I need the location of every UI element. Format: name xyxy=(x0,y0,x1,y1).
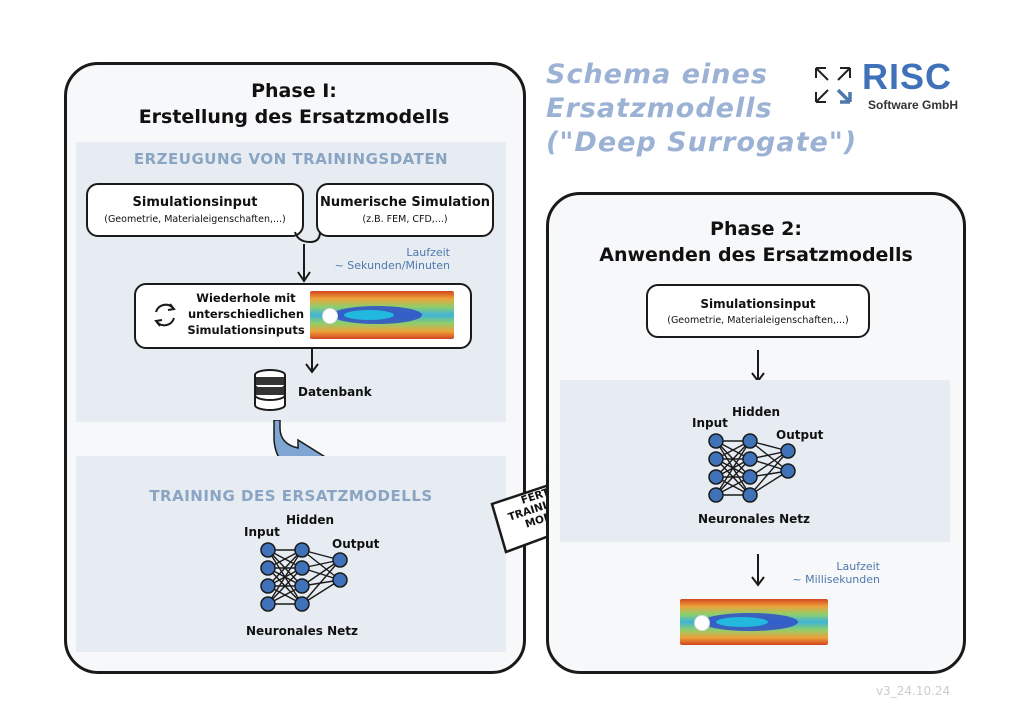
sim-input-title-2: Simulationsinput xyxy=(700,296,816,311)
runtime-note-2: Laufzeit ~ Millisekunden xyxy=(760,560,880,586)
sim-input-box-2: Simulationsinput (Geometrie, Materialeig… xyxy=(646,284,870,338)
nn-hidden-label-1: Hidden xyxy=(286,513,335,527)
nn-label-1: Neuronales Netz xyxy=(246,624,359,638)
connector-arrow-3 xyxy=(751,350,765,383)
nn-output-label-2: Output xyxy=(776,428,824,442)
connector-arrow-1 xyxy=(294,231,321,283)
runtime-value-1: ~ Sekunden/Minuten xyxy=(334,259,450,272)
runtime-label-1: Laufzeit xyxy=(406,246,450,259)
connector-arrow-4 xyxy=(751,554,765,587)
nn-node xyxy=(708,487,724,503)
simulation-image-2 xyxy=(680,599,828,645)
nn-edge xyxy=(715,440,751,496)
runtime-value-2: ~ Millisekunden xyxy=(792,573,880,586)
nn-edge xyxy=(715,458,751,496)
numeric-sim-title: Numerische Simulation xyxy=(319,195,491,210)
nn-edge xyxy=(301,559,341,605)
training-heading: TRAINING DES ERSATZMODELLS xyxy=(149,487,433,505)
database-label: Datenbank xyxy=(298,385,372,399)
connector-arrow-2 xyxy=(305,347,319,374)
sim-input-subtitle-2: (Geometrie, Materialeigenschaften,...) xyxy=(667,314,849,326)
logo-subtitle: Software GmbH xyxy=(868,98,959,112)
nn-node xyxy=(708,433,724,449)
repeat-line-2: unterschiedlichen xyxy=(187,307,305,321)
nn-node xyxy=(742,433,758,449)
phase1-title-line-1: Phase I: xyxy=(251,80,337,102)
nn-node xyxy=(742,487,758,503)
nn-hidden-label-2: Hidden xyxy=(732,405,781,419)
nn-edge xyxy=(301,549,341,581)
nn-node xyxy=(294,542,310,558)
numeric-sim-subtitle: (z.B. FEM, CFD,...) xyxy=(362,214,448,225)
nn-edge xyxy=(715,440,751,478)
nn-edge xyxy=(267,549,303,587)
phase2-title-line-2: Anwenden des Ersatzmodells xyxy=(599,244,913,266)
nn-node xyxy=(260,596,276,612)
risc-logo-icon xyxy=(815,67,852,104)
nn-node xyxy=(294,578,310,594)
nn-input-label-1: Input xyxy=(244,525,280,539)
repeat-line-1: Wiederhole mit xyxy=(196,291,296,305)
phase1-title-line-2: Erstellung des Ersatzmodells xyxy=(138,106,450,128)
nn-edge xyxy=(267,549,303,605)
training-band xyxy=(76,456,506,652)
sim-input-title: Simulationsinput xyxy=(132,195,258,210)
repeat-text: Wiederhole mit unterschiedlichen Simulat… xyxy=(186,290,306,338)
simulation-image-1 xyxy=(310,291,454,339)
nn-node xyxy=(260,578,276,594)
sim-input-box: Simulationsinput (Geometrie, Materialeig… xyxy=(86,183,304,237)
numeric-sim-box: Numerische Simulation (z.B. FEM, CFD,...… xyxy=(316,183,494,237)
neural-network-diagram-2 xyxy=(708,433,796,503)
logo-name: RISC xyxy=(862,56,953,97)
version-label: v3_24.10.24 xyxy=(876,684,951,698)
nn-input-label-2: Input xyxy=(692,416,728,430)
nn-node xyxy=(294,560,310,576)
phase2-title-line-1: Phase 2: xyxy=(710,218,802,240)
diagram-title-line-2: Ersatzmodells xyxy=(546,93,773,124)
nn-node xyxy=(742,451,758,467)
risc-logo: RISC Software GmbH xyxy=(810,56,970,115)
diagram-title-line-1: Schema eines xyxy=(546,59,768,90)
runtime-label-2: Laufzeit xyxy=(836,560,880,573)
nn-node xyxy=(780,463,796,479)
nn-node xyxy=(294,596,310,612)
training-data-heading: ERZEUGUNG VON TRAININGSDATEN xyxy=(133,150,449,168)
nn-edge xyxy=(267,567,303,605)
nn-node xyxy=(780,443,796,459)
nn-node xyxy=(332,552,348,568)
diagram-title-line-3: ("Deep Surrogate") xyxy=(546,127,858,158)
nn-label-2: Neuronales Netz xyxy=(698,512,811,526)
phase1-title: Phase I: Erstellung des Ersatzmodells xyxy=(64,78,524,130)
nn-edge xyxy=(749,440,789,472)
database-icon xyxy=(254,369,286,411)
nn-node xyxy=(332,572,348,588)
repeat-cycle-icon xyxy=(154,303,176,327)
nn-node xyxy=(708,451,724,467)
nn-edge xyxy=(749,450,789,496)
nn-node xyxy=(742,469,758,485)
nn-node xyxy=(708,469,724,485)
repeat-line-3: Simulationsinputs xyxy=(187,323,305,337)
nn-node xyxy=(260,560,276,576)
diagram-title: Schema eines Ersatzmodells ("Deep Surrog… xyxy=(546,58,876,160)
neural-network-diagram-1 xyxy=(260,542,348,612)
sim-input-subtitle: (Geometrie, Materialeigenschaften,...) xyxy=(104,214,286,225)
nn-node xyxy=(260,542,276,558)
nn-output-label-1: Output xyxy=(332,537,380,551)
runtime-note-1: Laufzeit ~ Sekunden/Minuten xyxy=(310,246,450,272)
phase2-title: Phase 2: Anwenden des Ersatzmodells xyxy=(546,216,966,268)
